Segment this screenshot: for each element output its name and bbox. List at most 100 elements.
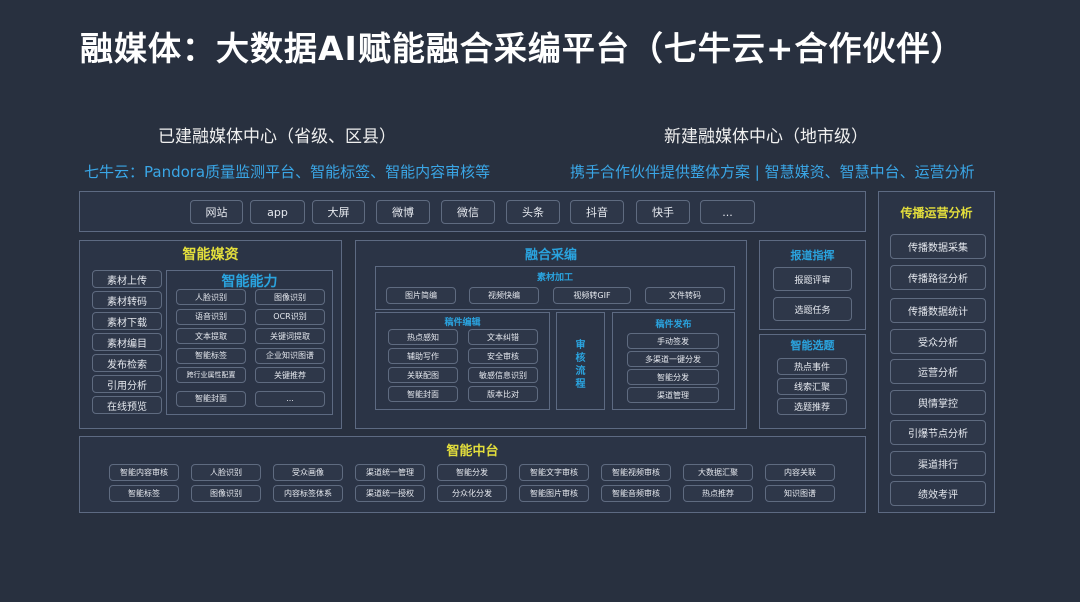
publish-item[interactable]: 多渠道一键分发 [627,351,719,367]
page-title: 融媒体：大数据AI赋能融合采编平台（七牛云+合作伙伴） [80,29,965,68]
topic-item[interactable]: 线索汇聚 [777,378,847,395]
smart-ability-title: 智能能力 [221,274,278,290]
ability-item[interactable]: 文本提取 [176,328,246,344]
channel-button[interactable]: 网站 [190,200,243,224]
channel-button[interactable]: 微博 [376,200,430,224]
analysis-item[interactable]: 传播数据统计 [890,298,986,323]
media-item[interactable]: 在线预览 [92,396,162,414]
edit-item[interactable]: 辅助写作 [388,348,458,364]
middle-item[interactable]: 分众化分发 [437,485,507,502]
edit-item[interactable]: 关联配图 [388,367,458,383]
middle-item[interactable]: 智能图片审核 [519,485,589,502]
smart-media-title: 智能媒资 [182,247,239,263]
right-description: 携手合作伙伴提供整体方案 | 智慧媒资、智慧中台、运营分析 [570,163,975,181]
analysis-item[interactable]: 绩效考评 [890,481,986,506]
analysis-item[interactable]: 传播数据采集 [890,234,986,259]
middle-item[interactable]: 渠道统一授权 [355,485,425,502]
analysis-item[interactable]: 渠道排行 [890,450,986,476]
review-flow-label: 审核流程 [575,340,586,390]
ability-item[interactable]: 语音识别 [176,308,246,325]
analysis-title: 传播运营分析 [900,206,973,220]
media-item[interactable]: 素材下载 [92,312,162,330]
command-item[interactable]: 选题任务 [773,297,852,321]
analysis-item[interactable]: 引爆节点分析 [890,420,986,445]
middle-item[interactable]: 智能音频审核 [601,485,671,502]
middle-item[interactable]: 内容标签体系 [273,485,343,502]
material-panel: 素材加工 图片简编视频快编视频转GIF 文件转码 [375,266,735,310]
middle-item[interactable]: 受众画像 [273,464,343,481]
topic-item[interactable]: 热点事件 [777,358,847,375]
ability-item[interactable]: ... [255,390,325,407]
command-title: 报道指挥 [790,249,835,262]
left-description: 七牛云：Pandora质量监测平台、智能标签、智能内容审核等 [84,163,491,181]
media-item[interactable]: 发布检索 [92,354,162,372]
channel-button[interactable]: 大屏 [312,200,365,224]
edit-item[interactable]: 安全审核 [468,348,538,364]
ability-item[interactable]: 图像识别 [255,289,325,305]
edit-item[interactable]: 热点感知 [388,329,458,345]
middle-item[interactable]: 智能标签 [109,485,179,502]
material-item[interactable]: 视频转GIF [553,287,631,304]
middle-item[interactable]: 智能内容审核 [109,464,179,481]
middle-item[interactable]: 图像识别 [191,485,261,502]
material-item[interactable]: 文件转码 [645,287,725,304]
middle-platform-panel: 智能中台 智能内容审核人脸识别受众画像渠道统一管理智能分发智能文字审核智能视频审… [79,436,866,513]
edit-item[interactable]: 文本纠错 [468,329,538,345]
middle-platform-title: 智能中台 [446,444,499,459]
ability-item[interactable]: 关键词提取 [255,328,325,344]
ability-item[interactable]: 人脸识别 [176,289,246,305]
left-heading: 已建融媒体中心（省级、区县） [158,127,396,147]
channel-button[interactable]: 头条 [506,200,560,224]
channel-button[interactable]: app [250,200,305,224]
edit-item[interactable]: 智能封面 [388,386,458,402]
publish-item[interactable]: 手动签发 [627,333,719,349]
publish-title: 稿件发布 [655,320,692,330]
command-item[interactable]: 报题评审 [773,267,852,291]
channel-button[interactable]: ... [700,200,755,224]
channel-bar: 网站 app 大屏微博微信头条抖音快手... [79,191,866,232]
channel-button[interactable]: 微信 [441,200,495,224]
media-item[interactable]: 引用分析 [92,375,162,393]
analysis-item[interactable]: 舆情掌控 [890,389,986,415]
edit-item[interactable]: 版本比对 [468,386,538,402]
ability-item[interactable]: 跨行业属性配置 [176,367,246,383]
middle-item[interactable]: 人脸识别 [191,464,261,481]
media-item[interactable]: 素材上传 [92,270,162,288]
topic-item[interactable]: 选题推荐 [777,398,847,415]
middle-item[interactable]: 知识图谱 [765,485,835,502]
topic-title: 智能选题 [790,339,835,352]
ability-item[interactable]: OCR识别 [255,308,325,325]
middle-item[interactable]: 大数据汇聚 [683,464,753,481]
middle-item[interactable]: 智能分发 [437,464,507,481]
material-item[interactable]: 图片简编 [386,287,456,304]
publish-item[interactable]: 渠道管理 [627,387,719,403]
ability-item[interactable]: 智能封面 [176,390,246,407]
right-heading: 新建融媒体中心（地市级） [664,127,868,147]
analysis-item[interactable]: 传播路径分析 [890,264,986,290]
ability-item[interactable]: 关键推荐 [255,367,325,383]
middle-item[interactable]: 智能文字审核 [519,464,589,481]
edit-item[interactable]: 敏感信息识别 [468,367,538,383]
channel-button[interactable]: 抖音 [570,200,624,224]
media-item[interactable]: 素材编目 [92,333,162,351]
analysis-item[interactable]: 受众分析 [890,328,986,354]
publish-item[interactable]: 智能分发 [627,369,719,385]
material-title: 素材加工 [536,273,573,283]
middle-item[interactable]: 渠道统一管理 [355,464,425,481]
publish-panel: 稿件发布 手动签发多渠道一键分发智能分发渠道管理 [612,312,735,410]
channel-button[interactable]: 快手 [636,200,690,224]
smart-media-panel: 智能媒资 智能能力 人脸识别图像识别语音识别 OCR识别文本提取关键词提取智能标签… [79,240,342,429]
topic-panel: 智能选题 热点事件线索汇聚选题推荐 [759,334,866,429]
material-item[interactable]: 视频快编 [469,287,539,304]
ability-item[interactable]: 企业知识图谱 [255,347,325,364]
media-item[interactable]: 素材转码 [92,291,162,309]
middle-item[interactable]: 热点推荐 [683,485,753,502]
middle-item[interactable]: 内容关联 [765,464,835,481]
analysis-item[interactable]: 运营分析 [890,359,986,384]
command-panel: 报道指挥 报题评审选题任务 [759,240,866,330]
middle-item[interactable]: 智能视频审核 [601,464,671,481]
ability-item[interactable]: 智能标签 [176,347,246,364]
analysis-panel: 传播运营分析 传播数据采集传播路径分析传播数据统计受众分析运营分析舆情掌控引爆节… [878,191,995,513]
fusion-title: 融合采编 [524,248,577,263]
